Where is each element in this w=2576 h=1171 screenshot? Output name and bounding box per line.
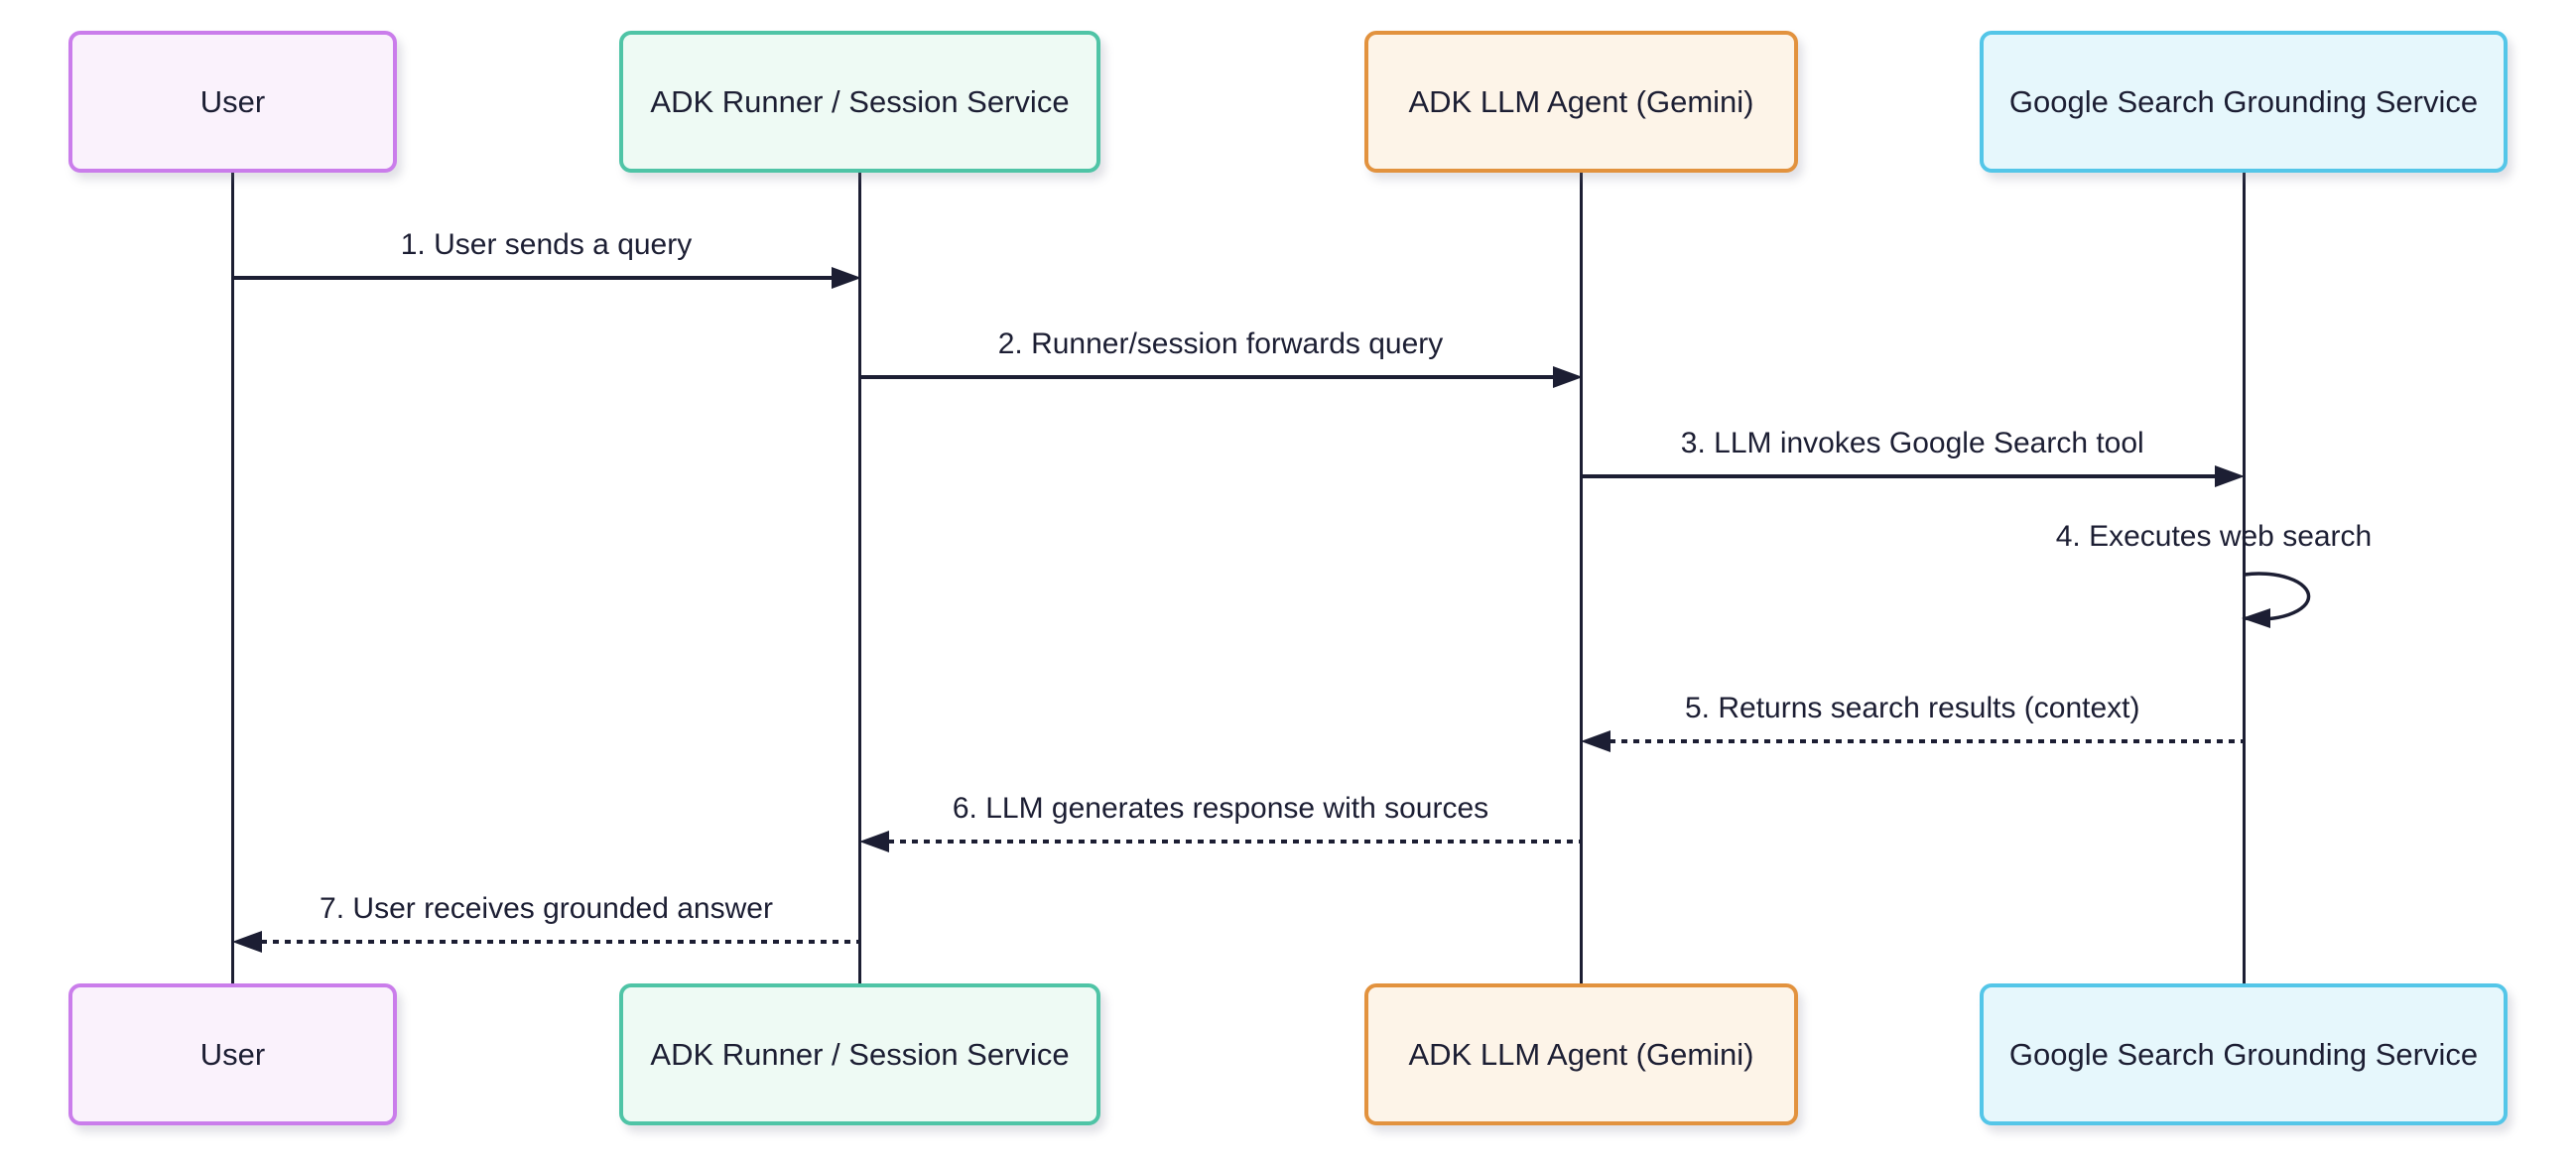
self-loop-arrow-icon <box>2242 572 2311 628</box>
actor-user-bottom: User <box>68 983 397 1125</box>
actor-runner-label: ADK Runner / Session Service <box>650 1036 1070 1072</box>
arrowhead-left-icon <box>858 831 889 852</box>
arrowhead-left-icon <box>231 931 262 953</box>
actor-google-top: Google Search Grounding Service <box>1980 31 2508 173</box>
lifeline-user <box>231 173 234 983</box>
message-label: 5. Returns search results (context) <box>1684 692 2140 724</box>
message-returns-search-results: 5. Returns search results (context) <box>1580 680 2244 752</box>
message-executes-web-search: 4. Executes web search <box>1976 508 2452 572</box>
message-label: 6. LLM generates response with sources <box>952 792 1489 825</box>
actor-google-label: Google Search Grounding Service <box>2008 83 2479 119</box>
message-arrow-line <box>1609 739 2244 743</box>
actor-user-label: User <box>199 1036 266 1072</box>
message-arrow-line <box>260 940 860 944</box>
message-arrow-line <box>887 840 1582 844</box>
actor-google-label: Google Search Grounding Service <box>2008 1036 2479 1072</box>
message-label: 2. Runner/session forwards query <box>997 327 1444 360</box>
actor-llm-label: ADK LLM Agent (Gemini) <box>1408 1036 1754 1072</box>
message-user-sends-query: 1. User sends a query <box>232 216 861 289</box>
actor-runner-label: ADK Runner / Session Service <box>650 83 1070 119</box>
actor-llm-top: ADK LLM Agent (Gemini) <box>1364 31 1798 173</box>
actor-user-top: User <box>68 31 397 173</box>
arrowhead-left-icon <box>1580 730 1610 752</box>
message-label: 3. LLM invokes Google Search tool <box>1680 427 2144 459</box>
arrowhead-right-icon <box>831 267 861 289</box>
actor-google-bottom: Google Search Grounding Service <box>1980 983 2508 1125</box>
message-label: 7. User receives grounded answer <box>320 892 773 925</box>
lifeline-runner <box>858 173 861 983</box>
message-runner-forwards-query: 2. Runner/session forwards query <box>859 316 1583 388</box>
message-arrow-line <box>232 276 852 280</box>
message-user-receives-answer: 7. User receives grounded answer <box>231 880 860 953</box>
actor-runner-bottom: ADK Runner / Session Service <box>619 983 1100 1125</box>
actor-llm-label: ADK LLM Agent (Gemini) <box>1408 83 1754 119</box>
message-arrow-line <box>859 375 1574 379</box>
arrowhead-right-icon <box>1552 366 1583 388</box>
lifeline-google <box>2242 173 2246 983</box>
message-arrow-line <box>1581 474 2236 478</box>
message-llm-invokes-search: 3. LLM invokes Google Search tool <box>1581 415 2245 487</box>
lifeline-llm <box>1580 173 1583 983</box>
actor-llm-bottom: ADK LLM Agent (Gemini) <box>1364 983 1798 1125</box>
message-label: 4. Executes web search <box>2055 520 2373 553</box>
arrowhead-right-icon <box>2215 465 2245 487</box>
actor-runner-top: ADK Runner / Session Service <box>619 31 1100 173</box>
message-label: 1. User sends a query <box>400 228 693 261</box>
message-llm-generates-response: 6. LLM generates response with sources <box>858 780 1582 852</box>
actor-user-label: User <box>199 83 266 119</box>
